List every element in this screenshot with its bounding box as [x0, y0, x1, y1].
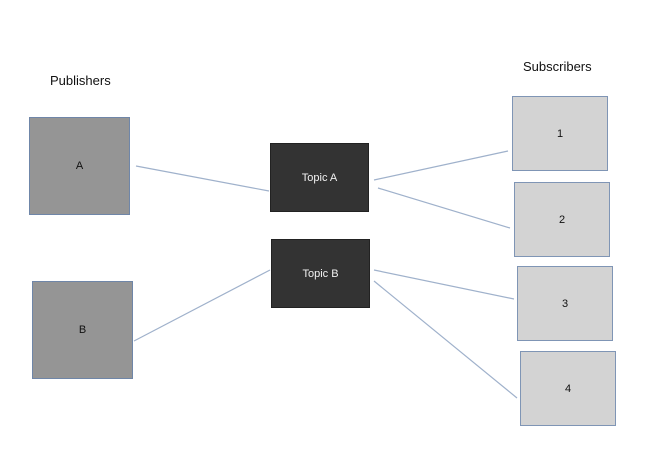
publisher-b-label: B [78, 324, 87, 336]
connector-topic-a-subscriber-1 [373, 150, 509, 181]
topic-a-label: Topic A [301, 171, 338, 184]
connector-publisher-b-topic-b [133, 269, 271, 342]
subscriber-4-box[interactable]: 4 [520, 351, 616, 426]
connector-publisher-a-topic-a [135, 165, 270, 192]
connector-topic-b-subscriber-3 [373, 269, 515, 300]
publisher-b-box[interactable]: B [32, 281, 133, 379]
topic-a-box[interactable]: Topic A [270, 143, 369, 212]
topic-b-label: Topic B [302, 267, 339, 280]
subscriber-3-label: 3 [561, 297, 569, 310]
subscriber-1-box[interactable]: 1 [512, 96, 608, 171]
publisher-a-label: A [75, 160, 84, 172]
subscribers-heading: Subscribers [523, 59, 592, 74]
connector-topic-b-subscriber-4 [373, 280, 518, 399]
subscriber-3-box[interactable]: 3 [517, 266, 613, 341]
subscriber-2-box[interactable]: 2 [514, 182, 610, 257]
connector-topic-a-subscriber-2 [377, 187, 511, 229]
publisher-a-box[interactable]: A [29, 117, 130, 215]
subscriber-2-label: 2 [558, 213, 566, 226]
publishers-heading: Publishers [50, 73, 111, 88]
subscriber-4-label: 4 [564, 382, 572, 395]
subscriber-1-label: 1 [556, 127, 564, 140]
topic-b-box[interactable]: Topic B [271, 239, 370, 308]
